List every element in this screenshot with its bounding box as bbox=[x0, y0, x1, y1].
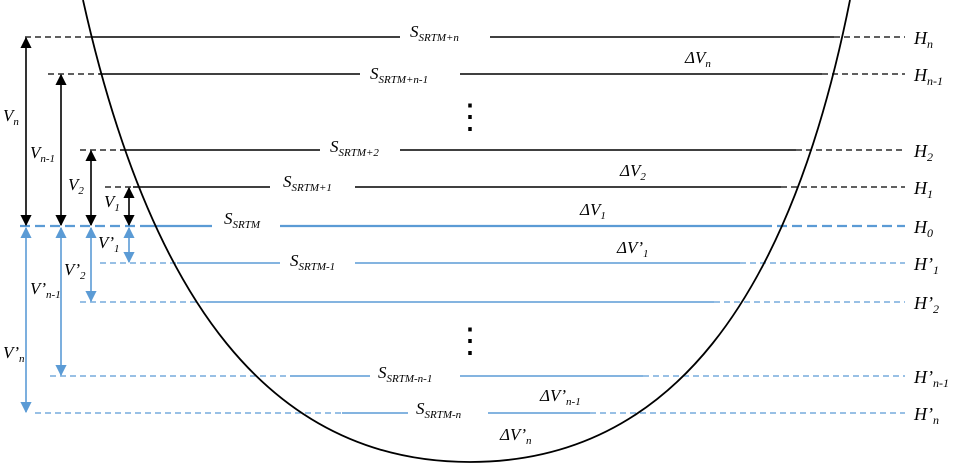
surface-srtm-minus-n: SSRTM-n bbox=[416, 399, 462, 421]
surface-srtm: SSRTM bbox=[224, 209, 261, 231]
label-v1-prime: V’1 bbox=[98, 233, 120, 255]
label-hn-1-prime: H’n-1 bbox=[913, 367, 949, 390]
ellipsis-lower: ⋮ bbox=[453, 323, 487, 360]
label-h1-prime: H’1 bbox=[913, 254, 939, 277]
surface-srtm-minus-1: SSRTM-1 bbox=[290, 251, 335, 273]
label-delta-vn-prime: ΔV’n bbox=[499, 425, 532, 447]
label-v2: V2 bbox=[68, 175, 84, 197]
label-v2-prime: V’2 bbox=[64, 260, 86, 282]
label-vn-1-prime: V’n-1 bbox=[30, 279, 61, 301]
surface-srtm-plus-2: SSRTM+2 bbox=[330, 137, 379, 159]
ellipsis-upper: ⋮ bbox=[453, 99, 487, 136]
label-hn-1: Hn-1 bbox=[913, 65, 943, 88]
label-h2: H2 bbox=[913, 141, 933, 164]
reservoir-basin-curve bbox=[82, 0, 851, 463]
label-hn-prime: H’n bbox=[913, 404, 939, 427]
label-vn-prime: V’n bbox=[3, 343, 25, 365]
surface-srtm-plus-1: SSRTM+1 bbox=[283, 172, 332, 194]
label-delta-vn: ΔVn bbox=[684, 48, 711, 70]
label-h2-prime: H’2 bbox=[913, 293, 939, 316]
label-delta-v1: ΔV1 bbox=[579, 200, 606, 222]
label-delta-vn-1-prime: ΔV’n-1 bbox=[539, 386, 581, 408]
label-hn: Hn bbox=[913, 28, 933, 51]
surface-srtm-plus-n-1: SSRTM+n-1 bbox=[370, 64, 428, 86]
label-h0: H0 bbox=[913, 217, 933, 240]
label-vn-1: Vn-1 bbox=[30, 143, 55, 165]
label-vn: Vn bbox=[3, 106, 19, 128]
label-h1: H1 bbox=[913, 178, 933, 201]
label-v1: V1 bbox=[104, 192, 120, 214]
label-delta-v2: ΔV2 bbox=[619, 161, 646, 183]
label-delta-v1-prime: ΔV’1 bbox=[616, 238, 649, 260]
surface-srtm-plus-n: SSRTM+n bbox=[410, 22, 459, 44]
surface-srtm-minus-n-1: SSRTM-n-1 bbox=[378, 363, 432, 385]
